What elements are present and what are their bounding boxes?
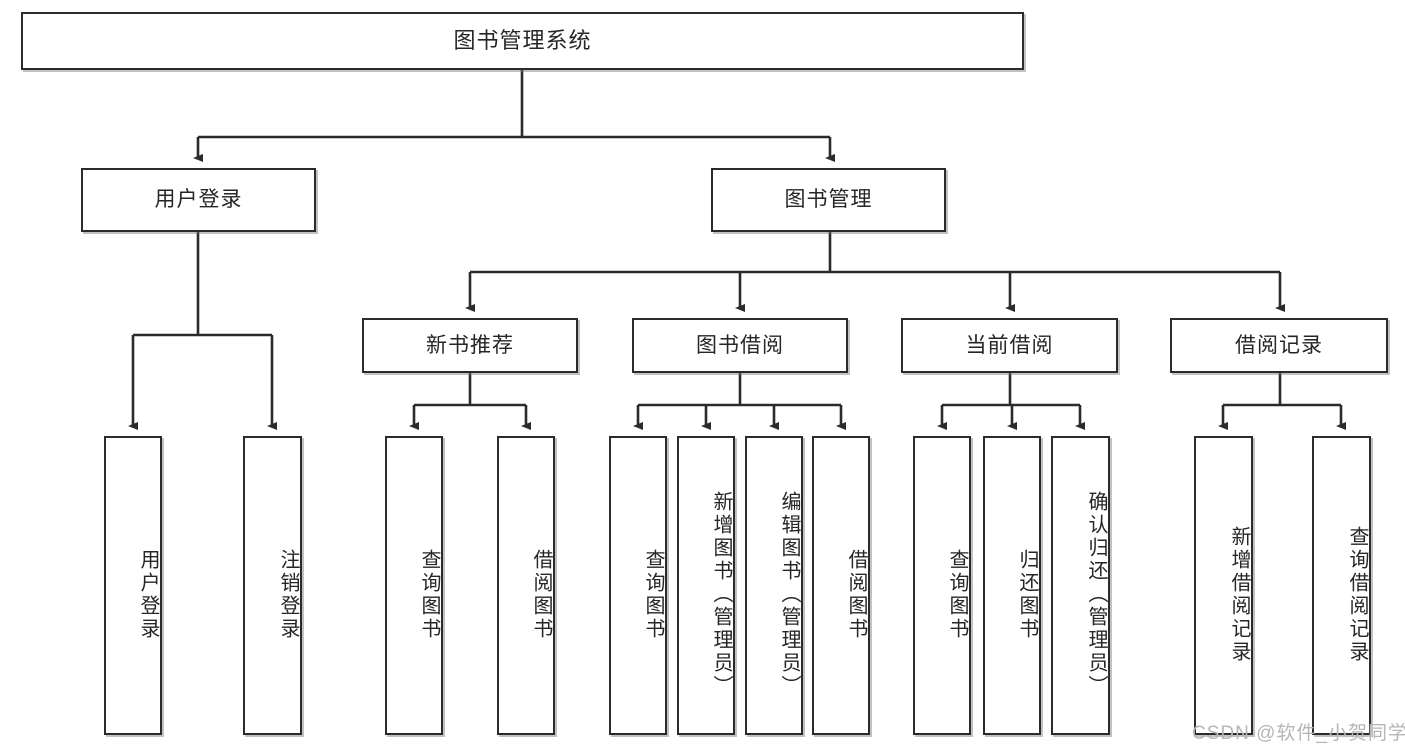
node-leaf-user-logout[interactable]: 注销登录	[243, 436, 302, 735]
node-label: 当前借阅	[965, 333, 1054, 357]
node-system-root[interactable]: 图书管理系统	[21, 12, 1024, 70]
csdn-watermark: CSDN @软件_小贺同学	[1192, 723, 1405, 744]
node-label: 图书管理	[784, 188, 873, 212]
node-book-borrow[interactable]: 图书借阅	[632, 318, 848, 373]
node-leaf-add-record[interactable]: 新增借阅记录	[1194, 436, 1253, 735]
node-label: 查询图书	[642, 548, 664, 641]
node-leaf-add-book[interactable]: 新增图书（管理员）	[677, 436, 735, 735]
node-label: 用户登录	[154, 188, 243, 212]
node-label: 图书管理系统	[453, 27, 592, 53]
node-leaf-borrow-book-1[interactable]: 借阅图书	[497, 436, 555, 735]
node-leaf-query-book-1[interactable]: 查询图书	[385, 436, 443, 735]
node-label: 新增借阅记录	[1228, 525, 1250, 664]
node-label: 确认归还（管理员）	[1085, 491, 1107, 698]
node-leaf-confirm-return[interactable]: 确认归还（管理员）	[1051, 436, 1110, 735]
node-label: 查询图书	[418, 548, 440, 641]
node-label: 查询借阅记录	[1346, 525, 1368, 664]
node-new-book-recommend[interactable]: 新书推荐	[362, 318, 578, 373]
node-label: 借阅图书	[845, 548, 867, 641]
node-leaf-query-book-2[interactable]: 查询图书	[609, 436, 667, 735]
node-leaf-edit-book[interactable]: 编辑图书（管理员）	[745, 436, 803, 735]
node-leaf-query-record[interactable]: 查询借阅记录	[1312, 436, 1371, 735]
node-label: 借阅图书	[530, 548, 552, 641]
node-current-borrow[interactable]: 当前借阅	[901, 318, 1118, 373]
node-user-login[interactable]: 用户登录	[81, 168, 316, 232]
node-label: 注销登录	[277, 548, 299, 641]
node-label: 借阅记录	[1235, 333, 1323, 357]
node-leaf-user-login[interactable]: 用户登录	[104, 436, 162, 735]
node-label: 编辑图书（管理员）	[778, 491, 800, 698]
node-leaf-query-book-3[interactable]: 查询图书	[913, 436, 971, 735]
node-label: 归还图书	[1016, 548, 1038, 641]
node-label: 查询图书	[946, 548, 968, 641]
node-leaf-return-book[interactable]: 归还图书	[983, 436, 1041, 735]
node-book-management[interactable]: 图书管理	[711, 168, 946, 232]
node-leaf-borrow-book-2[interactable]: 借阅图书	[812, 436, 870, 735]
node-borrow-record[interactable]: 借阅记录	[1170, 318, 1388, 373]
node-label: 图书借阅	[696, 333, 784, 357]
node-label: 新书推荐	[426, 333, 514, 357]
node-label: 新增图书（管理员）	[710, 491, 732, 698]
node-label: 用户登录	[137, 548, 159, 641]
